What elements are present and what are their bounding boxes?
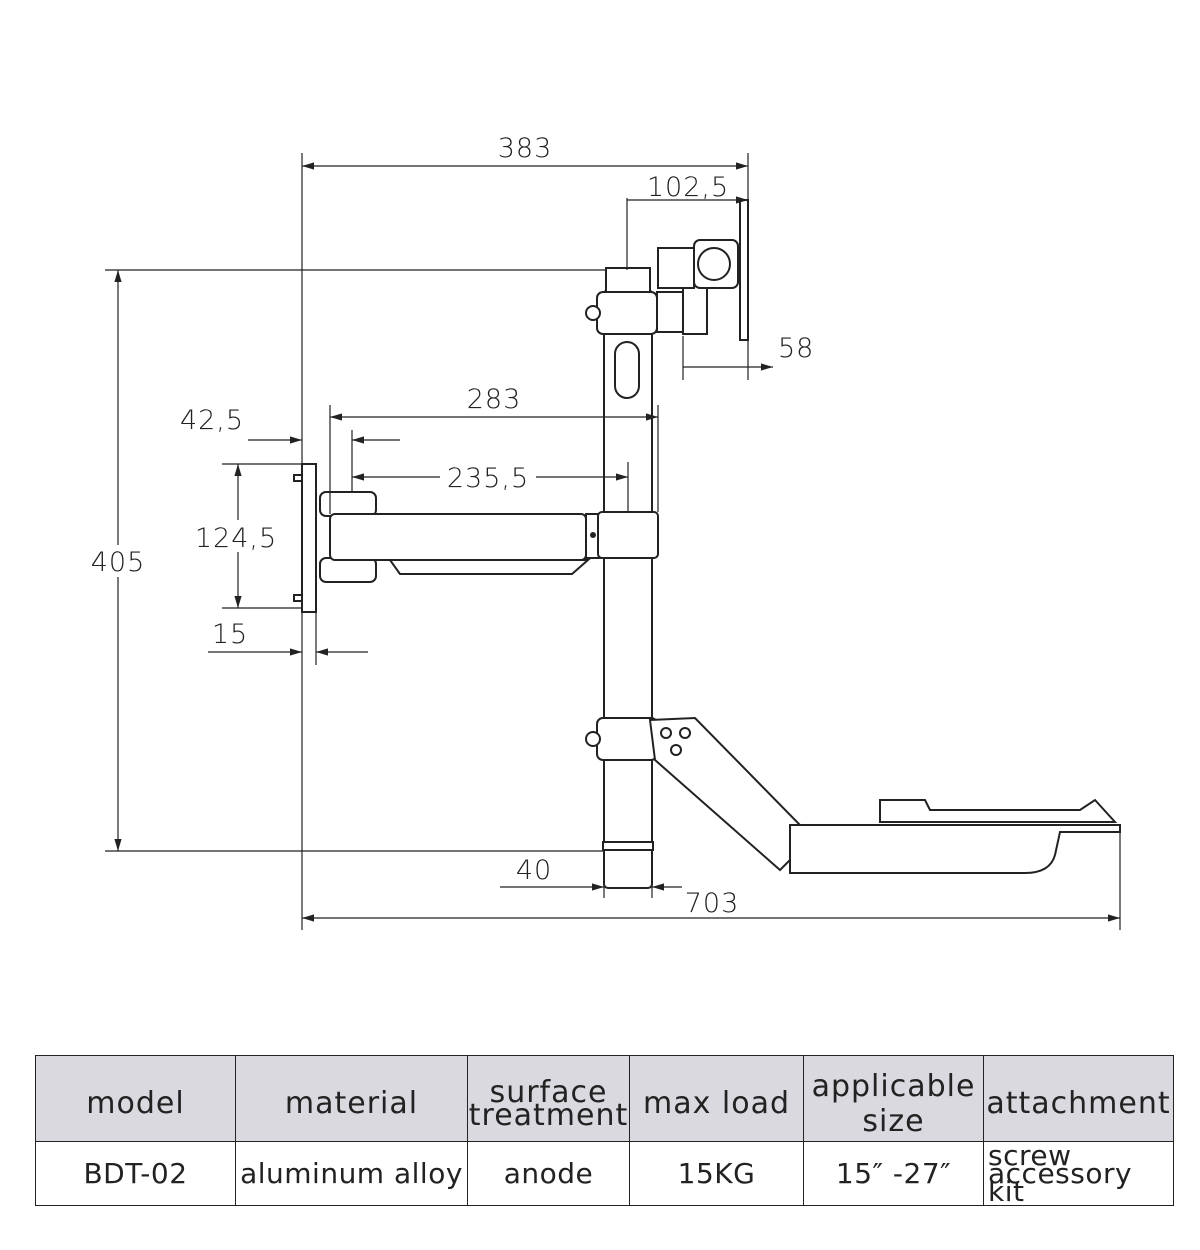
dim-235-5: 235,5 (447, 463, 529, 494)
attachment-line1: screw accessory (988, 1138, 1133, 1190)
dim-703: 703 (685, 888, 740, 919)
cell-applicable-size: 15″ -27″ (803, 1141, 984, 1206)
header-applicable-size: applicable size (803, 1055, 984, 1142)
header-material: material (235, 1055, 468, 1142)
spec-data-row: BDT-02 aluminum alloy anode 15KG 15″ -27… (35, 1138, 1174, 1208)
dim-383: 383 (498, 133, 553, 164)
dim-42-5: 42,5 (180, 405, 244, 436)
header-surface-line1: surface (489, 1074, 608, 1110)
dimension-labels: 383 102,5 58 283 42,5 235,5 124,5 15 405… (88, 130, 814, 919)
header-max-load: max load (629, 1055, 804, 1142)
dim-58: 58 (778, 333, 814, 364)
middle-monitor-arm (293, 463, 659, 613)
dim-102-5: 102,5 (647, 172, 729, 203)
header-surface-line2: treatment (468, 1097, 629, 1133)
cell-model: BDT-02 (35, 1141, 236, 1206)
mount-technical-drawing: 383 102,5 58 283 42,5 235,5 124,5 15 405… (88, 130, 1121, 930)
spec-header-row: model material surface treatment max loa… (35, 1055, 1174, 1142)
dim-124-5: 124,5 (195, 523, 277, 554)
dim-40: 40 (516, 855, 552, 886)
header-model: model (35, 1055, 236, 1142)
dim-283: 283 (467, 384, 522, 415)
keyboard-tray-arm (585, 716, 1121, 874)
attachment-line2: kit (988, 1174, 1025, 1208)
cell-attachment: screw accessory kit (983, 1138, 1174, 1208)
header-surface-treatment: surface treatment (467, 1055, 630, 1142)
cell-max-load: 15KG (629, 1141, 804, 1206)
cell-material: aluminum alloy (235, 1141, 468, 1206)
spec-table: model material surface treatment max loa… (35, 1055, 1174, 1206)
header-attachment: attachment (983, 1055, 1174, 1142)
top-monitor-arm (585, 199, 749, 341)
dim-15: 15 (212, 619, 248, 650)
cell-surface: anode (467, 1141, 630, 1206)
vertical-pole (602, 289, 654, 889)
dim-405: 405 (91, 547, 146, 578)
